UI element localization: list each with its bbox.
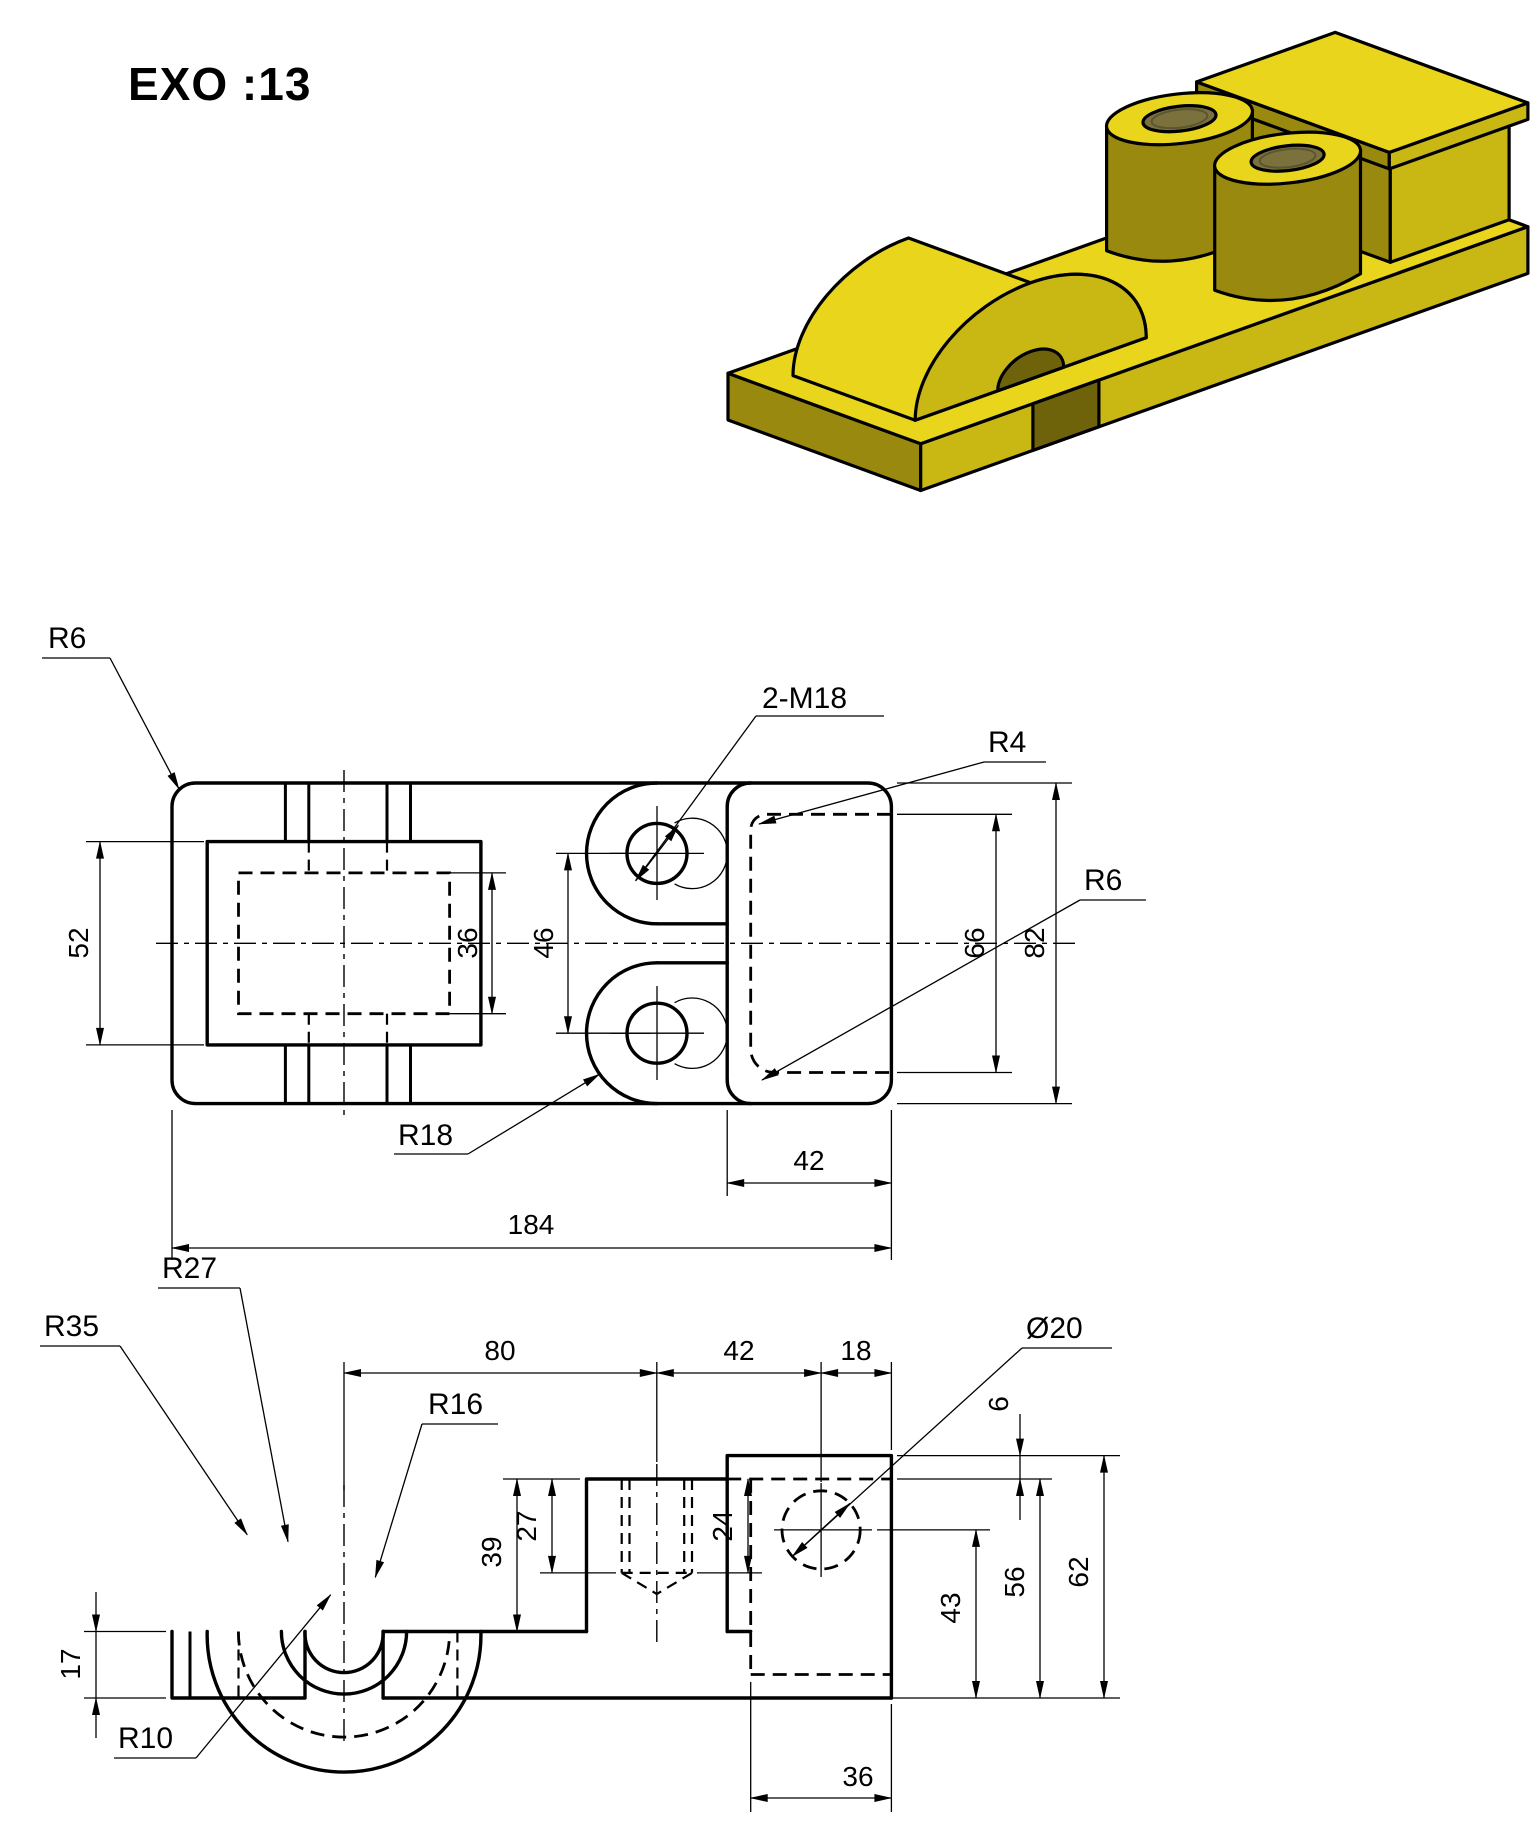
front-label-r10: R10 [118,1722,173,1755]
top-dim-46: 46 [528,927,559,958]
front-dim-18: 18 [840,1335,871,1366]
front-view: 80 42 18 Ø20 6 43 56 62 [40,1252,1120,1812]
top-callouts: R6 2-M18 R4 R6 R18 [42,622,1146,1155]
iso-cylinder-front [1213,130,1363,303]
top-dim-52: 52 [63,927,94,958]
iso-thread-hole-back [1141,104,1218,134]
front-dim-56: 56 [999,1566,1030,1597]
top-dim-82: 82 [1019,927,1050,958]
top-label-r18: R18 [398,1119,453,1152]
front-arc-r35 [205,1629,483,1774]
front-dim-36: 36 [842,1761,873,1792]
front-mid-block [584,1464,729,1648]
top-label-r4: R4 [988,726,1026,759]
front-base [170,1629,894,1700]
front-dim-6: 6 [983,1396,1014,1412]
top-dim-184: 184 [508,1209,555,1240]
front-label-dia20: Ø20 [1026,1312,1083,1345]
front-boss-arcs [205,1485,483,1774]
front-dim-43: 43 [935,1592,966,1623]
front-dim-42: 42 [723,1335,754,1366]
front-label-r16: R16 [428,1388,483,1421]
front-dimensions: 80 42 18 Ø20 6 43 56 62 [55,1312,1120,1812]
top-label-r6-corner: R6 [48,622,86,655]
iso-thread-hole-front [1249,143,1326,173]
front-dim-39: 39 [476,1536,507,1567]
top-dim-42: 42 [793,1145,824,1176]
front-right-block [725,1453,894,1700]
top-slot-lines [283,783,412,1104]
iso-boss-front-face [913,272,1148,422]
front-dim-80: 80 [484,1335,515,1366]
front-dim-27: 27 [511,1510,542,1541]
front-label-r27: R27 [162,1252,217,1285]
top-dimensions: 52 82 66 46 36 42 [63,782,1072,1260]
top-label-r6-block: R6 [1084,864,1122,897]
top-dim-36: 36 [452,927,483,958]
top-plate-outline [170,781,894,1106]
drawing-title: EXO :13 [128,58,311,110]
front-callouts: R27 R35 R16 R10 [40,1252,498,1759]
top-view: 52 82 66 46 36 42 [42,622,1146,1260]
front-dim-17: 17 [55,1648,86,1679]
front-dim-62: 62 [1063,1556,1094,1587]
top-boss-rect [205,839,483,1047]
iso-view [726,30,1530,493]
front-dim-24: 24 [707,1510,738,1541]
top-label-2-m18: 2-M18 [762,682,847,715]
iso-flange-top-face [1195,30,1530,155]
iso-plate-slot [1031,378,1101,452]
top-flange-edge [725,781,753,1106]
iso-boss-notch [996,347,1066,393]
front-label-r35: R35 [44,1310,99,1343]
